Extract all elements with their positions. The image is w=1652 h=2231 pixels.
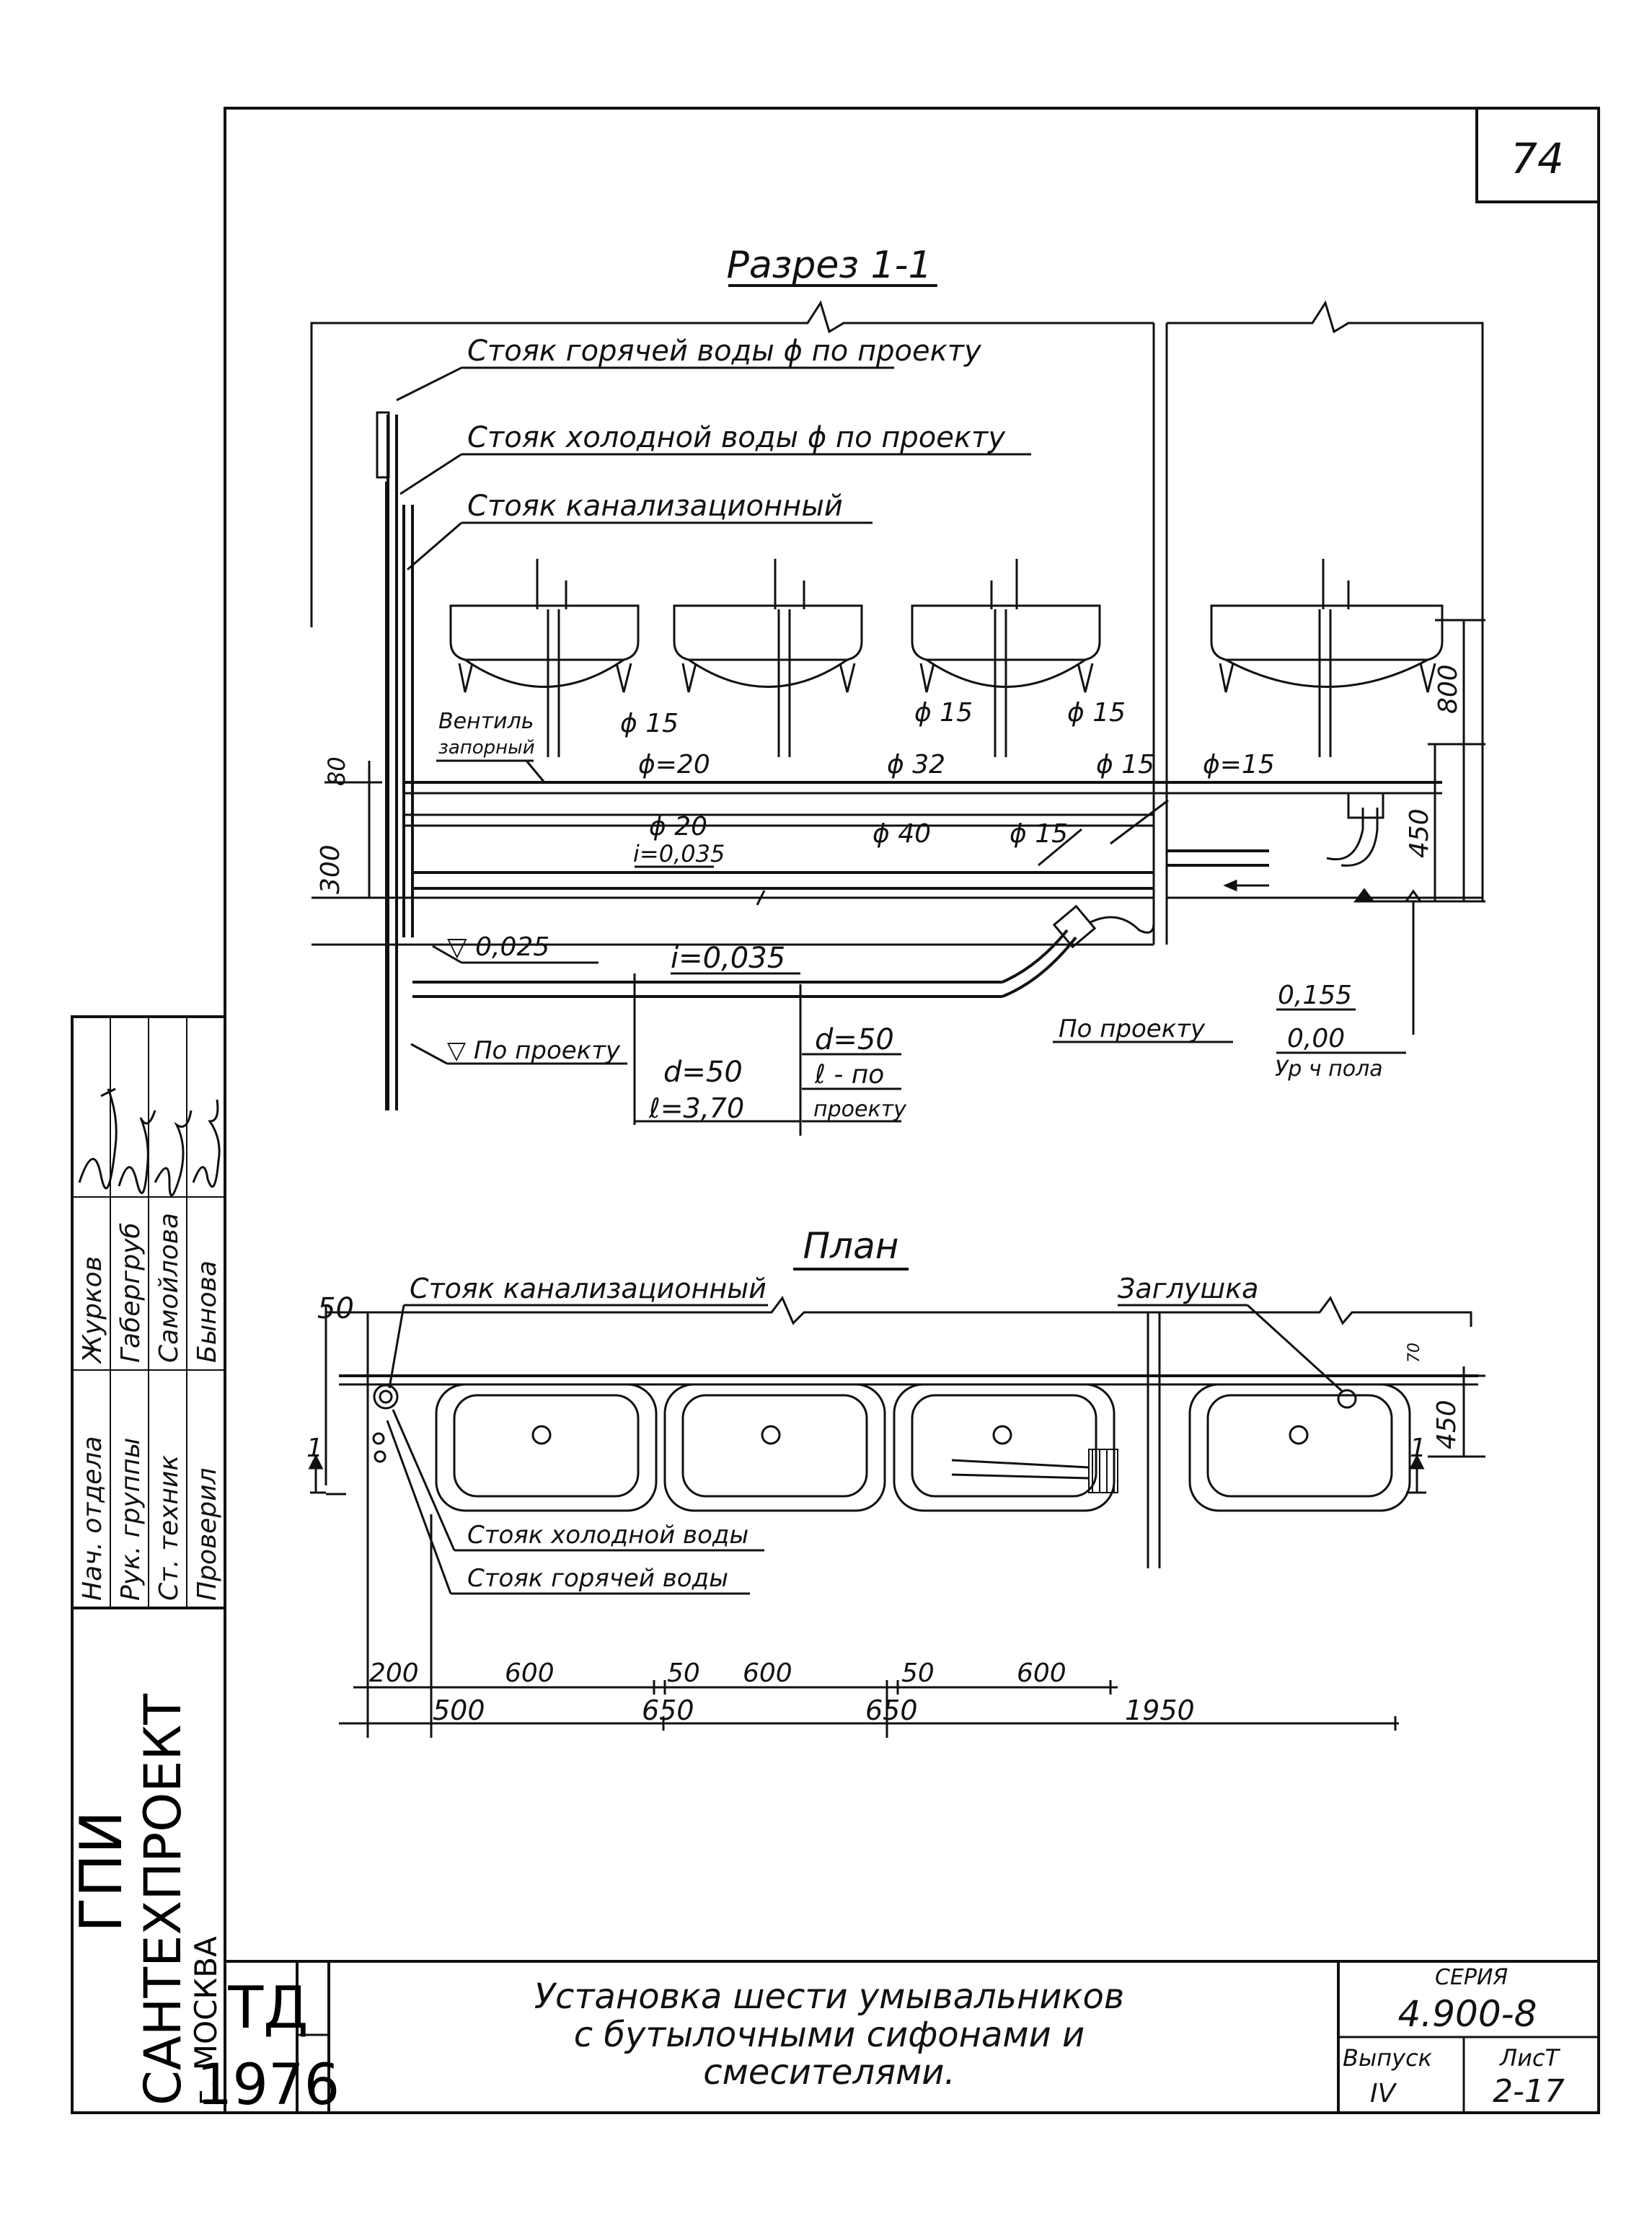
- dim-row2: 650: [642, 1695, 694, 1726]
- sheet-title-line1: Установка шести умывальников: [534, 1976, 1124, 2017]
- plan-basin-3: [893, 1383, 1116, 1512]
- org-line-1: ГПИ: [68, 1811, 135, 1932]
- pipe-label: ϕ 15: [1096, 750, 1154, 779]
- plan-dim-450: 450: [1432, 1400, 1462, 1449]
- plan-basin-4: [1188, 1383, 1411, 1512]
- callout-sewer-riser: Стояк канализационный: [467, 490, 843, 523]
- level-proj-left: ▽ По проекту: [447, 1036, 621, 1065]
- callout-hot-riser: Стояк горячей воды ϕ по проекту: [467, 335, 982, 368]
- stamp-role: Проверил: [193, 1467, 222, 1601]
- pipe-label: ϕ=20: [638, 750, 710, 779]
- level-proj-right: По проекту: [1059, 1015, 1206, 1043]
- dim-row1: 600: [743, 1658, 792, 1688]
- stamp-name: Журков: [78, 1256, 107, 1364]
- series-value: 4.900-8: [1398, 1993, 1537, 2035]
- dim-80: 80: [323, 756, 350, 786]
- basin-2: [673, 559, 863, 757]
- pipe-label: ϕ 15: [1010, 819, 1068, 849]
- pipe-label: ϕ 15: [914, 698, 973, 728]
- dim-300: 300: [316, 844, 345, 894]
- dim-row1: 200: [369, 1658, 419, 1688]
- stamp-name: Самойлова: [154, 1213, 184, 1363]
- dim-row1: 50: [901, 1658, 935, 1688]
- page-number: 74: [1511, 134, 1564, 183]
- callout-valve: Вентиль: [438, 709, 534, 734]
- stamp-name: Габергруб: [116, 1222, 146, 1363]
- callout-valve-2: запорный: [438, 737, 535, 759]
- section-basins: [449, 559, 1444, 757]
- drain-right-l2: проекту: [813, 1097, 907, 1122]
- sheet-title-line2: с бутылочными сифонами и: [574, 2015, 1085, 2055]
- signatures: [78, 1087, 221, 1197]
- pipe-label: ϕ 32: [887, 750, 945, 779]
- drain-right-d: d=50: [815, 1023, 894, 1056]
- level-floor: Ур ч пола: [1275, 1056, 1383, 1082]
- plan-callout-plug: Заглушка: [1118, 1273, 1258, 1304]
- dim-800: 800: [1434, 664, 1463, 714]
- pipe-label: ϕ 40: [873, 819, 931, 849]
- sheet-label: ЛисТ: [1499, 2044, 1560, 2072]
- plan-dim-50: 50: [317, 1292, 354, 1325]
- dim-row1: 600: [1017, 1658, 1066, 1688]
- level-0025: ▽ 0,025: [447, 932, 549, 962]
- section-mark-right: 1: [1410, 1433, 1426, 1463]
- sheet-value: 2-17: [1493, 2073, 1565, 2110]
- stamp-role: Нач. отдела: [78, 1436, 107, 1601]
- org-line-2: САНТЕХПРОЕКТ: [133, 1694, 193, 2106]
- dim-row2: 500: [433, 1695, 485, 1726]
- stamp-role: Ст. техник: [154, 1455, 184, 1601]
- section-mark-left: 1: [306, 1433, 323, 1463]
- year: 1976: [197, 2053, 340, 2118]
- plan-basin-2: [663, 1383, 886, 1512]
- series-label: СЕРИЯ: [1435, 1965, 1508, 1990]
- plan-view: [308, 1296, 1485, 1595]
- dim-row1: 50: [667, 1658, 700, 1688]
- basin-1: [449, 559, 640, 757]
- sheet-frame: [224, 107, 1600, 2114]
- drain-left-d: d=50: [663, 1056, 743, 1089]
- section-title: Разрез 1-1: [727, 244, 932, 287]
- slope-upper: i=0,035: [633, 840, 725, 867]
- pipe-label: ϕ 15: [620, 709, 679, 738]
- org-line-3: г. МОСКВА: [188, 1936, 224, 2106]
- dim-row2: 1950: [1125, 1695, 1195, 1726]
- drain-left-l: ℓ=3,70: [648, 1092, 744, 1124]
- plan-dimensions: [339, 1312, 1399, 1738]
- pipe-label: ϕ 20: [649, 812, 707, 841]
- plan-callout-hot: Стояк горячей воды: [467, 1564, 728, 1593]
- stamp-role: Рук. группы: [116, 1438, 146, 1601]
- page-number-box: [1475, 107, 1600, 203]
- dim-450: 450: [1405, 808, 1434, 858]
- basin-4: [1210, 559, 1444, 757]
- issue-label: Выпуск: [1343, 2044, 1433, 2072]
- callout-cold-riser: Стояк холодной воды ϕ по проекту: [467, 421, 1006, 454]
- section-view: [310, 300, 1484, 1110]
- plan-basin-1: [435, 1383, 658, 1512]
- dim-row2: 650: [865, 1695, 918, 1726]
- issue-value: IV: [1370, 2079, 1397, 2108]
- drain-right-l: ℓ - по: [814, 1060, 884, 1090]
- pipe-label: ϕ=15: [1203, 750, 1275, 779]
- pipe-label: ϕ 15: [1067, 698, 1126, 728]
- plan-callout-sewer: Стояк канализационный: [410, 1273, 767, 1304]
- level-0155: 0,155: [1278, 981, 1352, 1010]
- sheet-title-line3: смесителями.: [703, 2052, 955, 2093]
- stamp-name: Бынова: [193, 1260, 222, 1363]
- basin-3: [911, 559, 1101, 757]
- plan-callout-cold: Стояк холодной воды: [467, 1521, 748, 1550]
- slope-lower: i=0,035: [671, 942, 785, 975]
- section-dimensions: [317, 366, 1485, 1136]
- td-label: ТД: [227, 1974, 308, 2041]
- plan-dim-70: 70: [1405, 1343, 1423, 1363]
- dim-row1: 600: [505, 1658, 555, 1688]
- level-000: 0,00: [1287, 1024, 1345, 1053]
- plan-title: План: [803, 1225, 899, 1267]
